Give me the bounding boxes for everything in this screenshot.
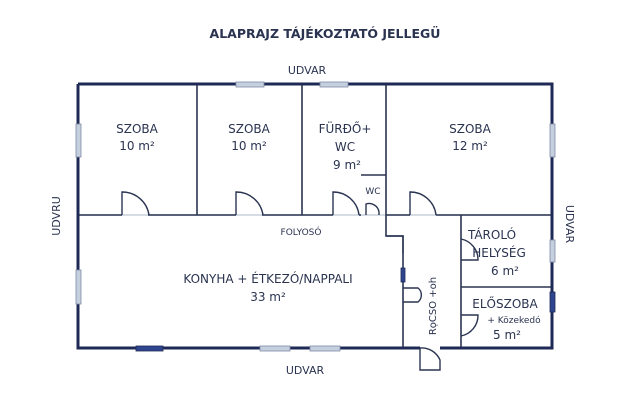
room-3-name: SZOBA bbox=[449, 122, 492, 136]
room-1-name: SZOBA bbox=[116, 122, 159, 136]
label-top-yard: UDVAR bbox=[288, 64, 327, 77]
bathroom-name-2: WC bbox=[335, 140, 355, 154]
bathroom-area: 9 m² bbox=[333, 158, 361, 172]
corridor-label: FOLYOSÓ bbox=[281, 226, 322, 238]
kitchen-name: KONYHA + ÉTKEZÓ/NAPPALI bbox=[183, 271, 352, 286]
room-2-name: SZOBA bbox=[228, 122, 271, 136]
outer-walls bbox=[76, 82, 554, 350]
label-left-yard: UDVRU bbox=[50, 196, 63, 236]
plan-title: ALAPRAJZ TÁJÉKOZTATÓ JELLEGÜ bbox=[210, 26, 441, 41]
doors bbox=[121, 191, 479, 371]
wc-label: WC bbox=[365, 187, 380, 197]
bathroom-name-1: FÜRĐŐ+ bbox=[319, 120, 372, 136]
room-2-area: 10 m² bbox=[231, 139, 267, 153]
windows bbox=[75, 81, 556, 352]
hall-area: 5 m² bbox=[493, 328, 521, 342]
storage-area: 6 m² bbox=[491, 264, 519, 278]
label-bottom-yard: UDVAR bbox=[286, 364, 325, 377]
hall-sub: + Közekedó bbox=[487, 315, 541, 326]
room-1-area: 10 m² bbox=[119, 139, 155, 153]
hall-name: ELŐSZOBA bbox=[472, 296, 538, 311]
label-right-yard: UDVAR bbox=[563, 205, 576, 244]
storage-name-2: HELYSÉG bbox=[472, 245, 526, 260]
kitchen-area: 33 m² bbox=[250, 290, 286, 304]
room-3-area: 12 m² bbox=[452, 139, 488, 153]
vertical-label: RọCSO +oh bbox=[428, 277, 439, 335]
storage-name-1: TÁROLÓ bbox=[467, 227, 516, 242]
